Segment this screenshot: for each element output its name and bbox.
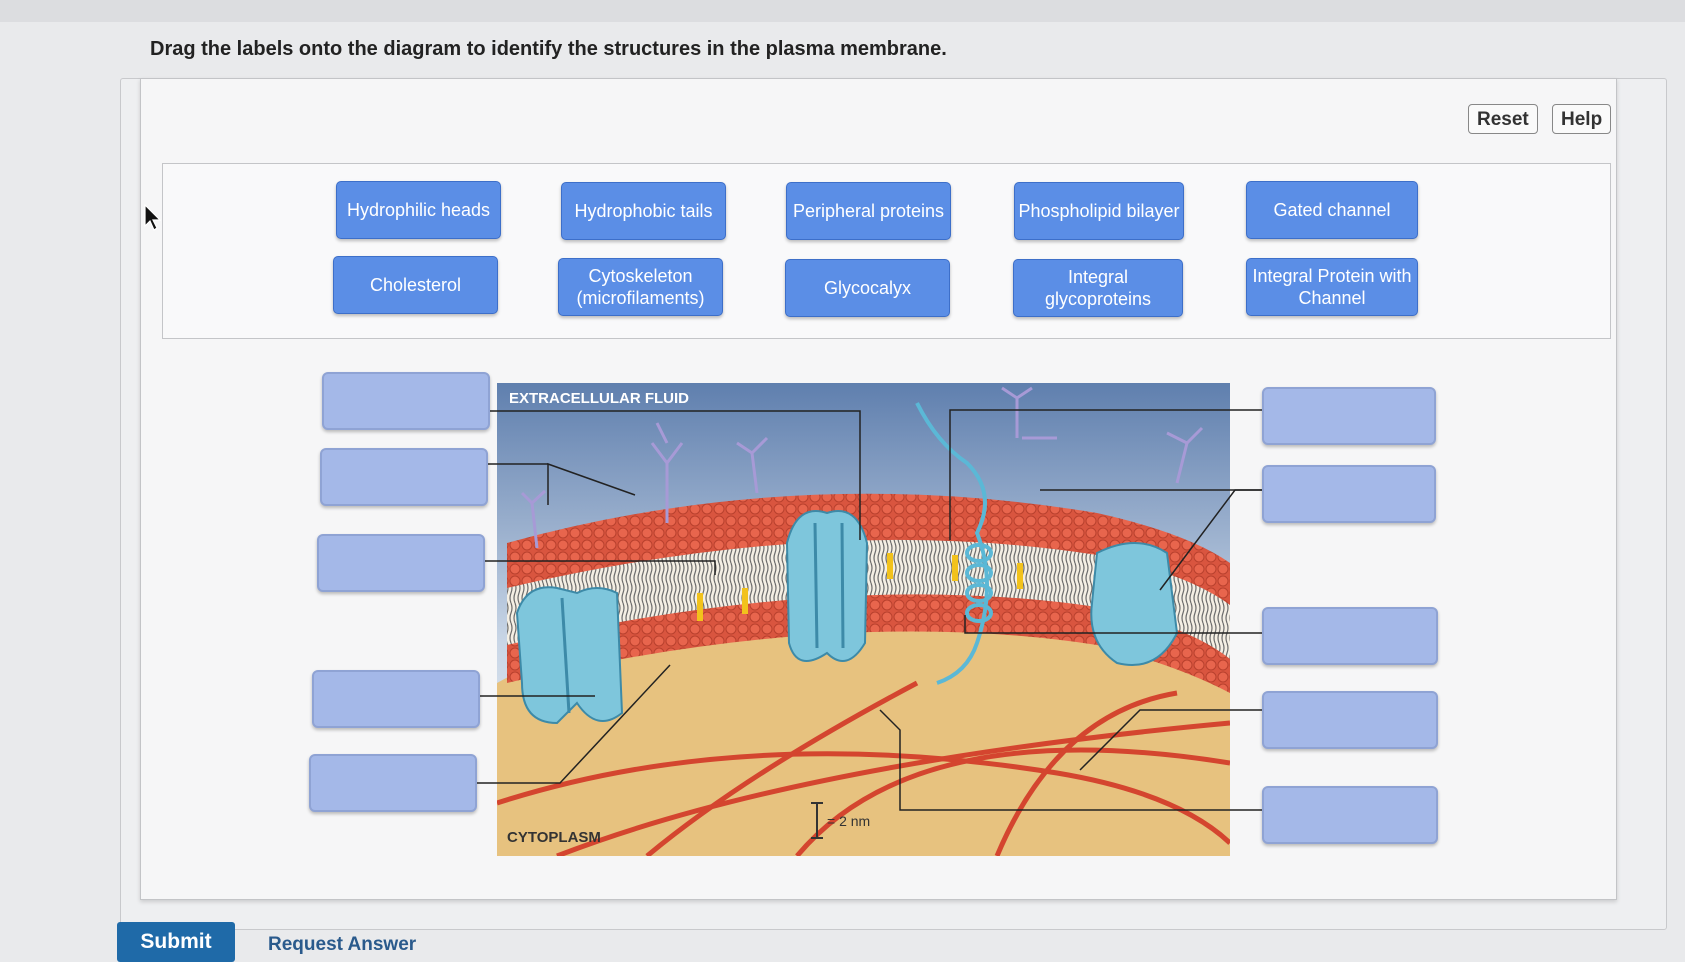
label-integral-glycoproteins[interactable]: Integral glycoproteins: [1013, 259, 1183, 317]
drop-target-3[interactable]: [317, 534, 485, 592]
label-cholesterol[interactable]: Cholesterol: [333, 256, 498, 314]
drop-target-5[interactable]: [309, 754, 477, 812]
drop-target-1[interactable]: [322, 372, 490, 430]
drop-target-9[interactable]: [1262, 691, 1438, 749]
drop-target-2[interactable]: [320, 448, 488, 506]
instruction-text: Drag the labels onto the diagram to iden…: [150, 38, 947, 60]
submit-button[interactable]: Submit: [117, 922, 235, 962]
plasma-membrane-diagram: EXTRACELLULAR FLUID CYTOPLASM = 2 nm: [497, 383, 1230, 856]
label-integral-protein-channel[interactable]: Integral Protein with Channel: [1246, 258, 1418, 316]
page-top-bar: [0, 0, 1685, 22]
drop-target-8[interactable]: [1262, 607, 1438, 665]
drop-target-4[interactable]: [312, 670, 480, 728]
scale-bar-label: = 2 nm: [827, 813, 870, 829]
label-cytoskeleton[interactable]: Cytoskeleton (microfilaments): [558, 258, 723, 316]
drop-target-10[interactable]: [1262, 786, 1438, 844]
drop-target-6[interactable]: [1262, 387, 1436, 445]
label-gated-channel[interactable]: Gated channel: [1246, 181, 1418, 239]
label-glycocalyx[interactable]: Glycocalyx: [785, 259, 950, 317]
extracellular-label: EXTRACELLULAR FLUID: [509, 390, 689, 407]
cytoplasm-label: CYTOPLASM: [507, 829, 601, 846]
label-peripheral-proteins[interactable]: Peripheral proteins: [786, 182, 951, 240]
mouse-cursor-icon: [144, 204, 162, 231]
help-button[interactable]: Help: [1552, 104, 1612, 134]
label-hydrophobic-tails[interactable]: Hydrophobic tails: [561, 182, 726, 240]
label-phospholipid-bilayer[interactable]: Phospholipid bilayer: [1014, 182, 1184, 240]
reset-button[interactable]: Reset: [1468, 104, 1538, 134]
label-hydrophilic-heads[interactable]: Hydrophilic heads: [336, 181, 501, 239]
request-answer-link[interactable]: Request Answer: [268, 934, 417, 955]
drop-target-7[interactable]: [1262, 465, 1436, 523]
